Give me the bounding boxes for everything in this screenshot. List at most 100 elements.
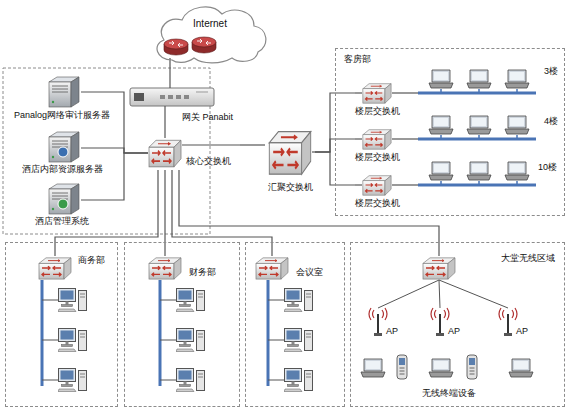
laptop-icon	[429, 70, 453, 88]
node-label: 楼层交换机	[355, 106, 400, 117]
router-icons	[164, 37, 216, 55]
switch-node: 汇聚交换机	[265, 128, 315, 196]
switch-icon	[269, 132, 310, 174]
pc-icon	[284, 329, 313, 352]
cloud-node: Internet	[148, 2, 272, 64]
network-link	[179, 170, 439, 242]
gateway-port	[176, 95, 181, 99]
gateway-detail	[196, 92, 208, 93]
laptop-icon	[505, 162, 529, 180]
switch-icon	[39, 258, 71, 279]
laptop-icon	[467, 162, 491, 180]
node-label: 会议室	[296, 267, 323, 278]
router-icon	[192, 37, 216, 53]
network-link	[118, 92, 148, 153]
label-text: 无线终端设备	[422, 388, 476, 399]
switch-icon	[363, 130, 391, 149]
branch-lines	[268, 300, 284, 380]
ap-icon	[431, 308, 449, 336]
pc-icon	[58, 369, 87, 392]
floor-3	[355, 70, 536, 103]
node-label: 楼层交换机	[355, 152, 400, 163]
laptop-icon	[467, 116, 491, 134]
free-label: 4楼	[544, 116, 558, 127]
server-icon	[49, 132, 79, 162]
wire	[392, 138, 418, 139]
laptop-icon	[429, 116, 453, 134]
ap-icon	[369, 308, 387, 336]
switch-node: 楼层交换机	[355, 80, 405, 118]
switch-node: 楼层交换机	[355, 126, 405, 164]
region-box: 楼层交换机楼层交换机楼层交换机客房部	[335, 48, 565, 216]
pc-icon	[284, 369, 313, 392]
wire-stub	[81, 147, 118, 148]
region-box: 会议室	[245, 242, 345, 407]
laptop-icon	[505, 116, 529, 134]
node-label: 网关 Panabit	[182, 112, 233, 123]
free-label: AP	[386, 326, 398, 337]
gateway-body	[130, 88, 214, 106]
free-label: 3楼	[544, 66, 558, 77]
pc-icon	[176, 369, 205, 392]
switch-node: 楼层交换机	[355, 172, 405, 210]
router-icon	[164, 39, 188, 55]
free-label: 无线终端设备	[422, 388, 476, 399]
wire-stub	[81, 199, 118, 200]
gateway-port	[168, 95, 173, 99]
gateway-device	[130, 88, 214, 106]
label-text: 3楼	[544, 66, 558, 77]
network-link	[164, 170, 165, 242]
node-label: 大堂无线区域	[501, 253, 555, 264]
phone-icon	[397, 355, 407, 379]
free-label: AP	[516, 326, 528, 337]
wire-stub	[81, 91, 118, 92]
label-text: 10楼	[538, 162, 557, 173]
pc-icon	[58, 289, 87, 312]
pc-icon	[58, 329, 87, 352]
switch-icon	[363, 176, 391, 195]
floor-4	[355, 116, 536, 149]
ap-icon	[499, 308, 517, 336]
network-link	[118, 153, 148, 200]
bus-bar	[418, 92, 536, 95]
wire-stub	[182, 144, 240, 145]
network-link	[55, 170, 158, 242]
switch-icon	[423, 258, 455, 279]
wire-stub	[164, 106, 165, 122]
node-label: 商务部	[78, 255, 105, 266]
server-icon	[49, 184, 79, 214]
phone-icon	[467, 355, 477, 379]
drop-lines	[441, 181, 517, 185]
laptop-icon	[361, 359, 385, 377]
wire-stub	[438, 242, 439, 256]
drop-lines	[441, 89, 517, 93]
gateway-port	[160, 95, 165, 99]
pc-icon	[284, 289, 313, 312]
floor-10	[355, 162, 536, 195]
laptop-icon	[429, 162, 453, 180]
server-badge	[58, 199, 68, 209]
network-link	[169, 64, 170, 88]
wire-stub	[271, 242, 272, 256]
network-link	[172, 170, 272, 242]
label-text: 4楼	[544, 116, 558, 127]
node-label: 核心交换机	[186, 156, 231, 167]
cloud-outline	[148, 2, 272, 64]
network-link	[164, 122, 165, 138]
wire-stub	[355, 138, 362, 139]
laptop-icon	[505, 70, 529, 88]
pc-icon	[176, 329, 205, 352]
bus-bar	[159, 280, 162, 386]
switch-icon	[256, 258, 288, 279]
node-label: 财务部	[189, 267, 216, 278]
node-label: 酒店内部资源服务器	[22, 164, 103, 175]
gateway-panel	[134, 93, 144, 101]
switch-icon	[149, 258, 181, 279]
drop-lines	[441, 135, 517, 139]
node-label: Internet	[193, 18, 227, 30]
wire	[392, 92, 418, 93]
network-link	[118, 148, 148, 153]
wire-stub	[355, 92, 362, 93]
wire-stub	[169, 58, 170, 64]
